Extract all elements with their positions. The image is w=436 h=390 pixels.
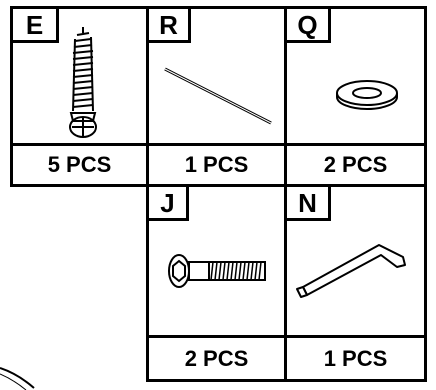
part-label-n: N xyxy=(287,187,331,221)
quantity-cell-e: 5 PCS xyxy=(10,143,149,187)
part-label-r: R xyxy=(149,9,191,43)
quantity-cell-r: 1 PCS xyxy=(146,143,287,187)
wood-screw-icon xyxy=(69,27,97,138)
allen-key-icon xyxy=(296,244,406,298)
quantity-e: 5 PCS xyxy=(47,152,112,177)
quantity-r: 1 PCS xyxy=(184,152,249,177)
part-cell-r: R xyxy=(146,6,287,146)
hex-bolt-icon xyxy=(168,254,266,288)
part-label-j: J xyxy=(149,187,189,221)
part-cell-n: N xyxy=(284,184,427,338)
part-cell-e: E xyxy=(10,6,149,146)
quantity-cell-j: 2 PCS xyxy=(146,335,287,382)
thin-rod-icon xyxy=(164,67,272,125)
part-cell-j: J xyxy=(146,184,287,338)
quantity-j: 2 PCS xyxy=(184,345,249,371)
quantity-cell-n: 1 PCS xyxy=(284,335,427,382)
quantity-cell-q: 2 PCS xyxy=(284,143,427,187)
quantity-q: 2 PCS xyxy=(323,152,388,177)
part-cell-q: Q xyxy=(284,6,427,146)
part-label-q: Q xyxy=(287,9,331,43)
quantity-n: 1 PCS xyxy=(323,345,388,371)
cropped-outline-decoration xyxy=(0,367,35,390)
part-label-e: E xyxy=(13,9,59,43)
washer-icon xyxy=(336,80,398,110)
